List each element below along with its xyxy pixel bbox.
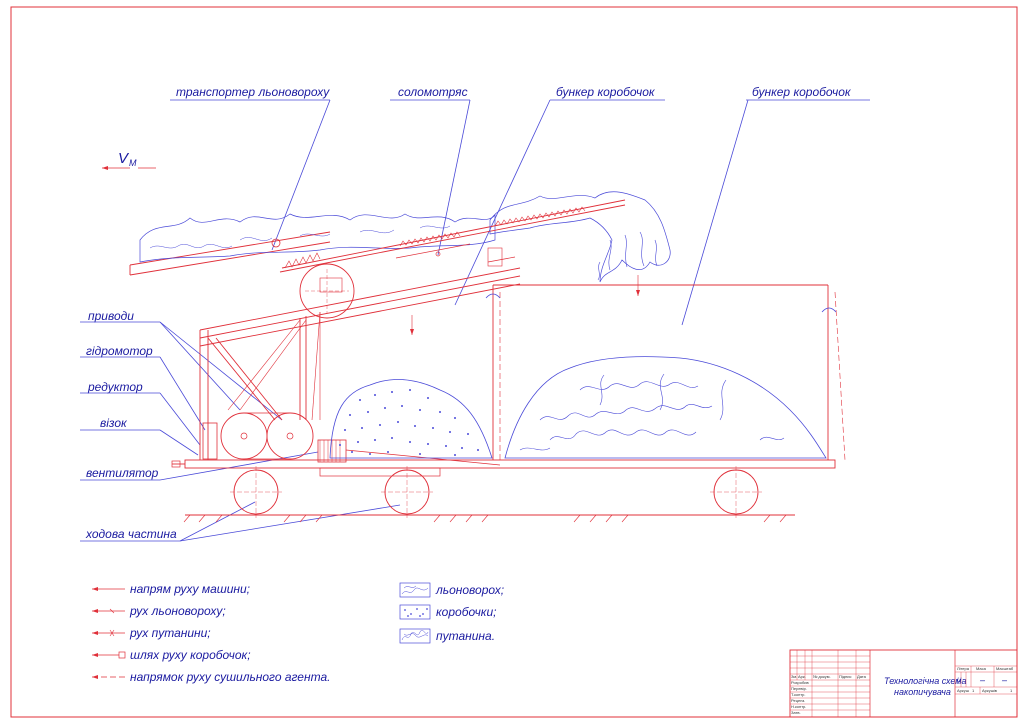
tb-col-doc: № докум. xyxy=(813,674,831,679)
flax-heap-on-shaker xyxy=(489,191,671,283)
label-fan-text: вентилятор xyxy=(86,466,159,480)
legend-item-machine-direction: напрям руху машини; xyxy=(92,582,250,596)
label-hydromotor: гідромотор xyxy=(80,344,206,431)
label-bunker-2: бункер коробочок xyxy=(681,85,870,326)
velocity-subscript: M xyxy=(129,158,137,168)
legend-item-flax-movement: рух льоновороху; xyxy=(92,604,226,618)
sheet-border xyxy=(10,6,1018,718)
legend-text-machine-direction: напрям руху машини; xyxy=(130,582,250,596)
label-conveyor-text: транспортер льоновороху xyxy=(176,85,330,99)
label-fan: вентилятор xyxy=(80,451,319,481)
title-block: Зм. Арк. № докум. Підпис Дата Розробив П… xyxy=(789,649,1018,718)
ground-line xyxy=(183,514,795,523)
tb-letter: U xyxy=(957,678,962,684)
label-straw-shaker-text: соломотряс xyxy=(398,85,468,99)
legend-item-bolls: коробочки; xyxy=(399,604,496,620)
support-frame xyxy=(199,267,521,460)
legend-materials: льоноворох; коробочки; путанина. xyxy=(399,582,504,644)
label-cart: візок xyxy=(80,416,199,456)
tb-title-line1: Технологічна схема xyxy=(884,676,967,686)
label-bunker-1: бункер коробочок xyxy=(454,85,665,306)
tb-masshtab-value: – xyxy=(1001,675,1008,685)
bunker-box xyxy=(410,275,846,461)
legend-text-flax-movement: рух льоновороху; xyxy=(129,604,226,618)
legend-directions: напрям руху машини; рух льоновороху; рух… xyxy=(92,582,330,684)
label-straw-shaker: соломотряс xyxy=(390,85,471,256)
machine-drawing xyxy=(129,191,846,523)
legend-text-flax-heap: льоноворох; xyxy=(435,583,504,597)
fan-unit xyxy=(317,439,501,466)
legend-text-tangle-movement: рух путанини; xyxy=(129,626,211,640)
incoming-conveyor xyxy=(129,231,331,276)
tb-col-sign: Підпис xyxy=(839,674,852,679)
tb-masa-value: – xyxy=(979,675,986,685)
tb-title-line2: накопичувача xyxy=(894,687,951,697)
label-reducer-text: редуктор xyxy=(87,380,143,394)
legend-item-bolls-path: шлях руху коробочок; xyxy=(92,648,251,662)
label-conveyor: транспортер льоновороху xyxy=(170,85,331,251)
label-bunker-2-text: бункер коробочок xyxy=(752,85,852,99)
label-drives-text: приводи xyxy=(88,309,134,323)
tb-litera: Літера xyxy=(957,666,970,671)
legend-item-flax-heap: льоноворох; xyxy=(399,582,504,598)
legend-text-tangle: путанина. xyxy=(436,629,495,643)
tb-role-3: Реценз. xyxy=(791,698,805,703)
flax-heap-on-conveyor xyxy=(139,213,496,263)
tb-col-zm: Зм. xyxy=(791,674,797,679)
legend-text-drying-agent: напрямок руху сушильного агента. xyxy=(130,670,330,684)
tb-masshtab: Масштаб xyxy=(996,666,1014,671)
velocity-symbol: V xyxy=(118,150,130,167)
velocity-indicator: V M xyxy=(102,150,156,170)
bolls-heap xyxy=(329,379,493,459)
chassis-wheels xyxy=(230,466,762,518)
label-drives: приводи xyxy=(80,309,283,421)
tb-role-2: Т.контр. xyxy=(791,692,806,697)
legend-item-drying-agent: напрямок руху сушильного агента. xyxy=(92,670,330,684)
tb-arkushiv: Аркушів xyxy=(982,688,997,693)
drive-wheels xyxy=(202,412,314,460)
tb-role-0: Розробив xyxy=(791,680,809,685)
tb-arkush-num: 1 xyxy=(972,688,975,693)
tb-col-date: Дата xyxy=(857,674,867,679)
label-chassis: ходова частина xyxy=(80,501,401,542)
legend-text-bolls-path: шлях руху коробочок; xyxy=(130,648,251,662)
tb-role-1: Перевір. xyxy=(791,686,807,691)
tb-arkushiv-num: 1 xyxy=(1010,688,1013,693)
tb-arkush: Аркуш xyxy=(957,688,969,693)
tb-col-ark: Арк. xyxy=(798,674,806,679)
tb-masa: Маса xyxy=(976,666,987,671)
cart-base xyxy=(171,459,836,477)
tangle-heap xyxy=(504,356,827,459)
tb-role-4: Н.контр. xyxy=(791,704,806,709)
straw-shaker xyxy=(279,199,626,273)
label-cart-text: візок xyxy=(100,416,128,430)
legend-item-tangle-movement: рух путанини; xyxy=(92,626,211,640)
label-chassis-text: ходова частина xyxy=(85,527,177,541)
label-reducer: редуктор xyxy=(80,380,201,446)
bolls-dots xyxy=(339,389,479,456)
tb-role-5: Затв. xyxy=(791,710,801,715)
legend-text-bolls: коробочки; xyxy=(436,605,496,619)
label-hydromotor-text: гідромотор xyxy=(86,344,153,358)
legend-item-tangle: путанина. xyxy=(399,628,495,644)
label-bunker-1-text: бункер коробочок xyxy=(556,85,656,99)
